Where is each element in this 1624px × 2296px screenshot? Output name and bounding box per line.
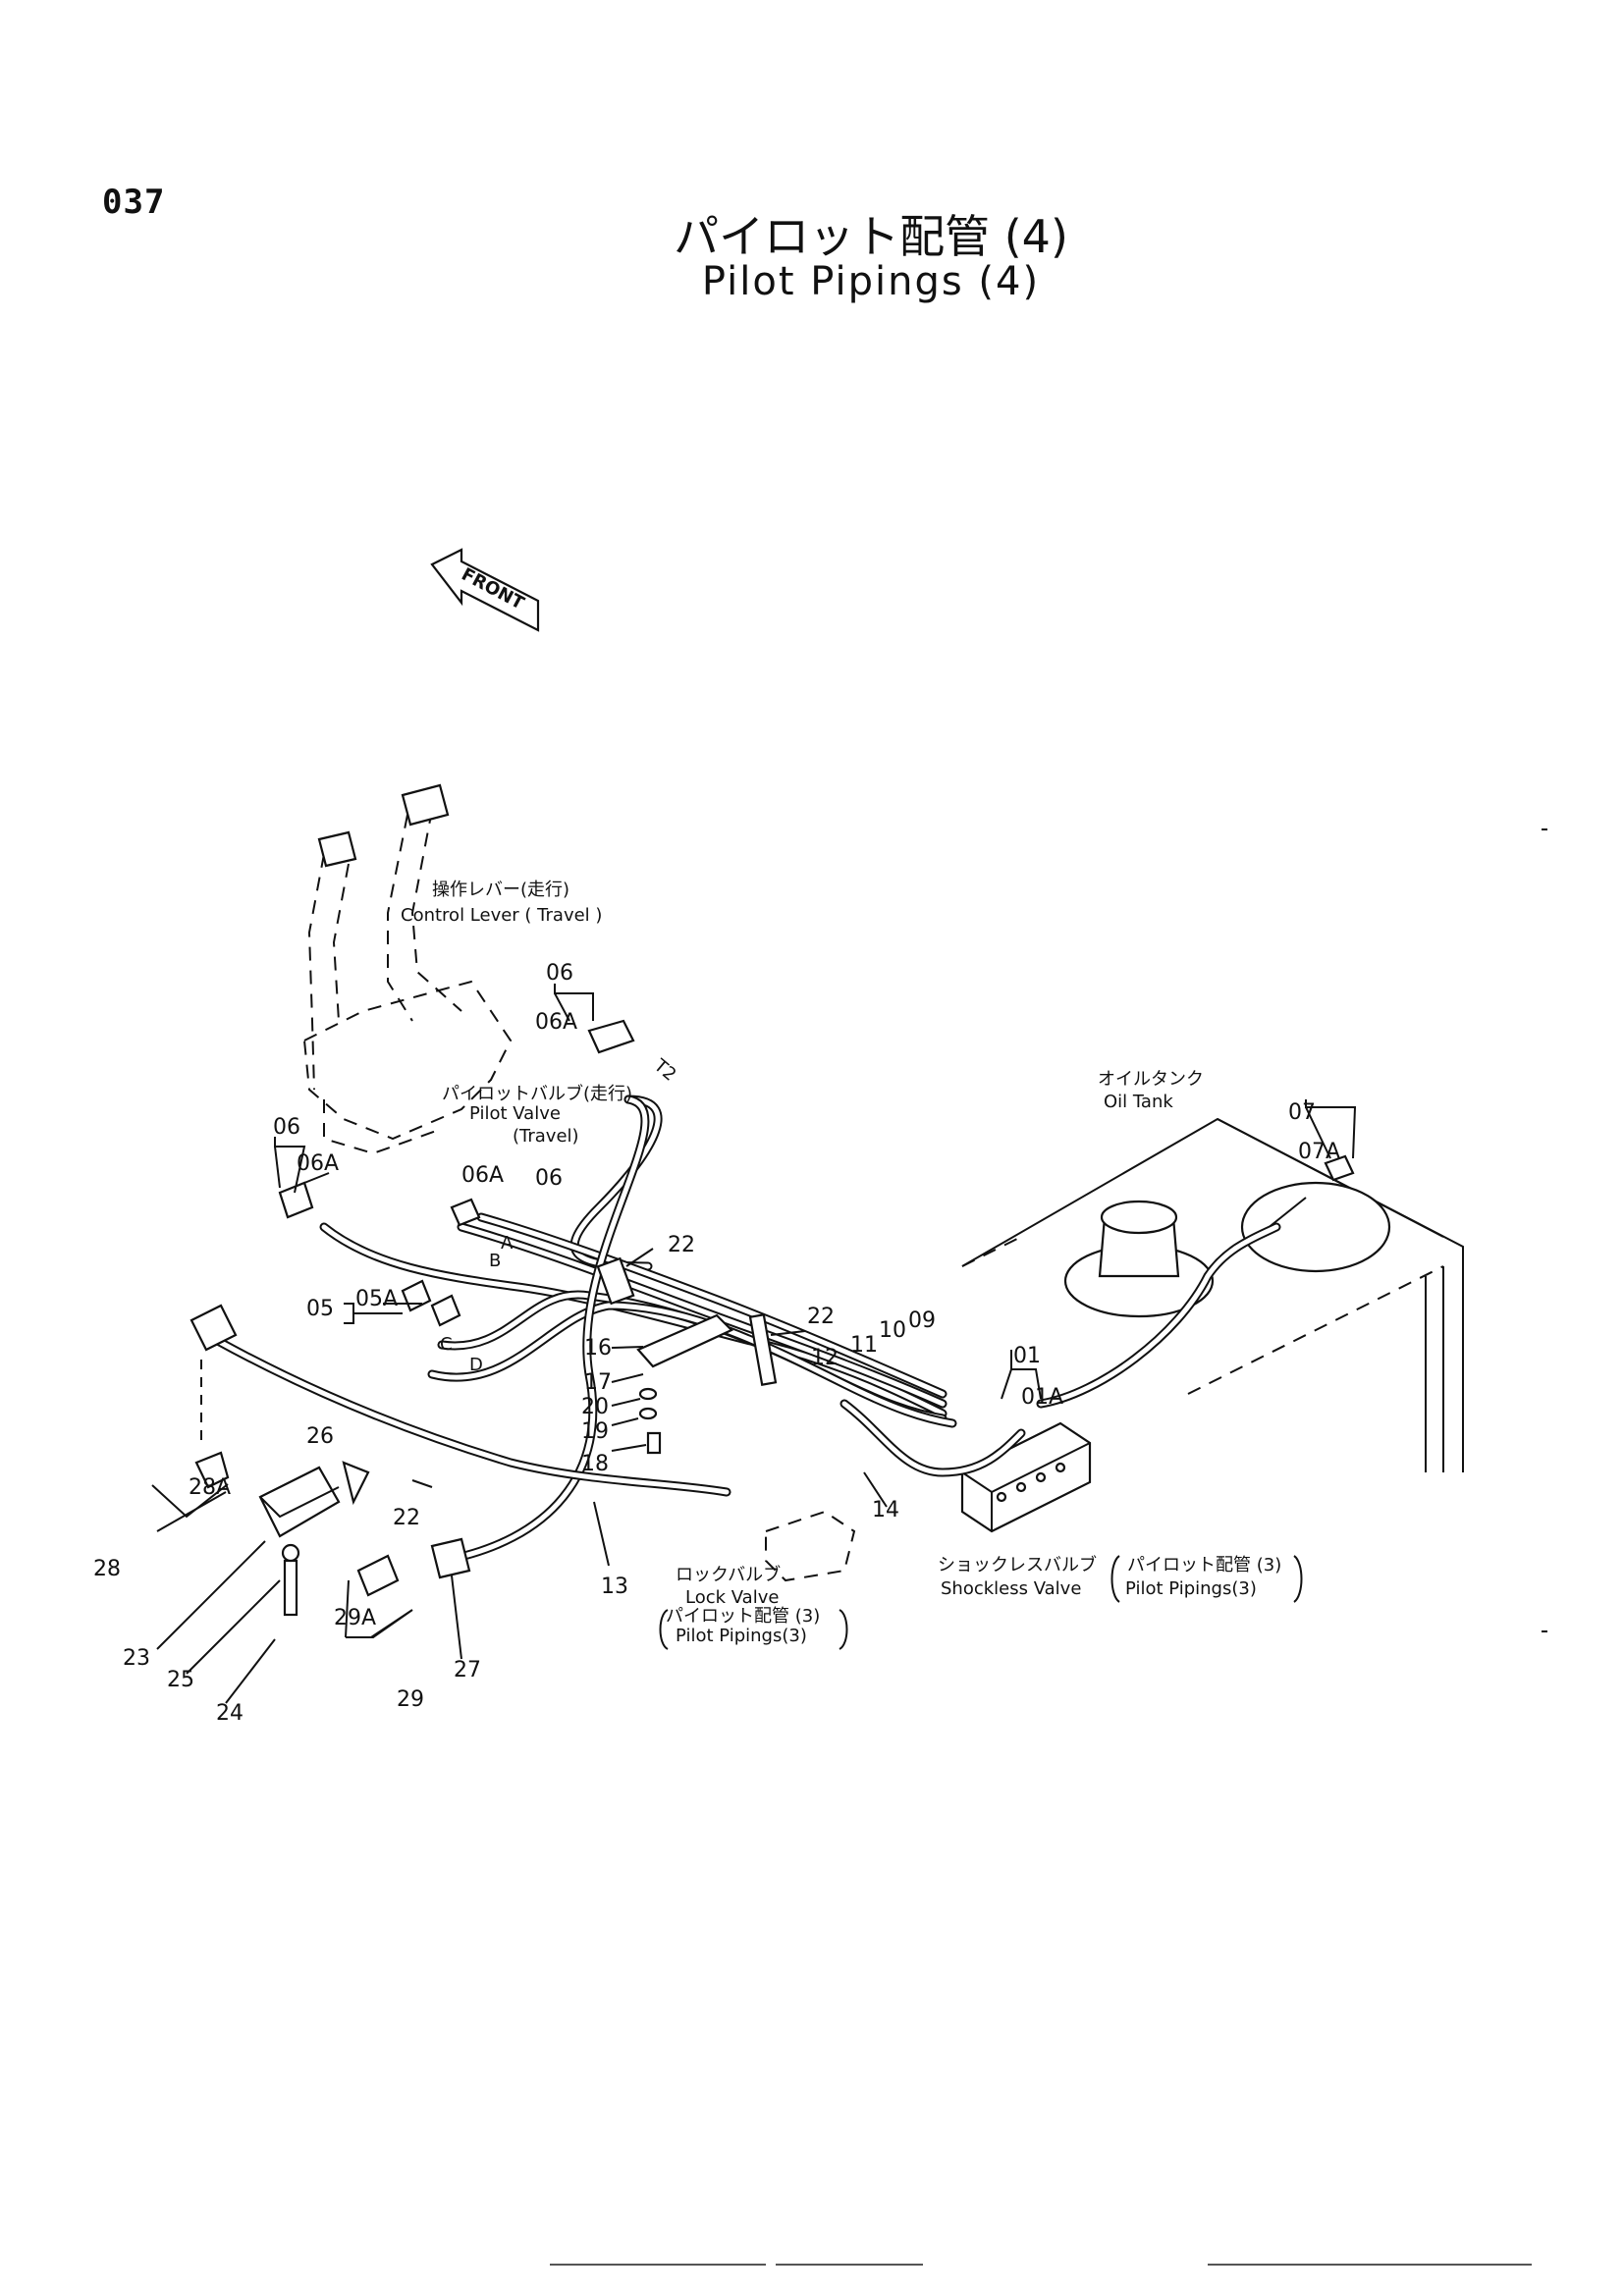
part-06-mid: 06 — [535, 1166, 563, 1191]
edge-ticks — [1542, 828, 1547, 1632]
pilot-valve-jp-label: パイロットバルブ(走行) — [442, 1083, 632, 1104]
footer-rule-2 — [776, 2264, 923, 2266]
part-22-bot: 22 — [393, 1506, 420, 1530]
part-05: 05 — [306, 1297, 334, 1321]
part-10: 10 — [879, 1318, 906, 1343]
page-title-english: Pilot Pipings (4) — [701, 259, 1041, 304]
page-number: 037 — [102, 183, 166, 222]
part-29: 29 — [397, 1687, 424, 1712]
part-06-left: 06 — [273, 1115, 300, 1140]
part-17: 17 — [584, 1370, 612, 1395]
lock-valve-ref-jp-label: パイロット配管 (3) — [666, 1606, 820, 1627]
control-lever-outline — [302, 783, 513, 1155]
part-05A: 05A — [355, 1287, 398, 1311]
part-06-top: 06 — [546, 961, 573, 986]
part-01A: 01A — [1021, 1385, 1063, 1410]
part-07A: 07A — [1298, 1140, 1340, 1164]
front-arrow-icon: FRONT — [430, 548, 540, 632]
footer-rule-1 — [550, 2264, 766, 2266]
part-26: 26 — [306, 1424, 334, 1449]
part-19: 19 — [581, 1419, 609, 1444]
part-27: 27 — [454, 1658, 481, 1682]
fittings — [189, 1019, 1355, 1617]
part-13: 13 — [601, 1575, 628, 1599]
footer-rule-3 — [1208, 2264, 1532, 2266]
pilot-hoses — [211, 1095, 1281, 1566]
part-28A: 28A — [189, 1475, 231, 1500]
page-title-japanese: パイロット配管 (4) — [674, 210, 1068, 263]
oil-tank-en-label: Oil Tank — [1104, 1092, 1173, 1112]
leader-lines — [151, 984, 1357, 1704]
part-11: 11 — [850, 1333, 878, 1358]
part-22-mid: 22 — [807, 1305, 835, 1329]
lock-valve-ref-en-label: Pilot Pipings(3) — [676, 1626, 807, 1646]
lock-valve-en-label: Lock Valve — [685, 1587, 779, 1608]
lock-valve — [765, 1510, 856, 1582]
part-25: 25 — [167, 1668, 194, 1692]
part-06A-mid: 06A — [461, 1163, 504, 1188]
port-A: A — [501, 1233, 514, 1254]
part-07: 07 — [1288, 1100, 1316, 1125]
callouts: 操作レバー(走行) Control Lever ( Travel ) パイロット… — [401, 880, 1303, 1650]
part-T2: T2 — [649, 1055, 679, 1086]
part-16: 16 — [584, 1336, 612, 1361]
pilot-valve-en2-label: (Travel) — [513, 1126, 579, 1147]
port-D: D — [469, 1355, 483, 1375]
part-22-top: 22 — [668, 1233, 695, 1257]
shockless-ref-jp-label: パイロット配管 (3) — [1127, 1555, 1281, 1575]
part-14: 14 — [872, 1498, 899, 1522]
shockless-valve — [960, 1421, 1092, 1533]
shockless-ref-en-label: Pilot Pipings(3) — [1125, 1578, 1257, 1599]
part-12: 12 — [811, 1346, 839, 1370]
oil-tank — [961, 1117, 1464, 1472]
part-20: 20 — [581, 1395, 609, 1419]
port-B: B — [489, 1251, 501, 1271]
part-labels: 06 06A 06 06A 06A 06 07 07A T2 22 22 22 … — [93, 961, 1340, 1726]
oil-tank-jp-label: オイルタンク — [1098, 1069, 1204, 1090]
control-lever-jp-label: 操作レバー(走行) — [432, 880, 569, 900]
part-01: 01 — [1013, 1344, 1041, 1368]
shockless-valve-jp-label: ショックレスバルブ — [938, 1554, 1097, 1575]
part-23: 23 — [123, 1646, 150, 1671]
port-C: C — [440, 1334, 453, 1355]
shockless-valve-en-label: Shockless Valve — [941, 1578, 1081, 1599]
part-29A: 29A — [334, 1606, 376, 1630]
part-09: 09 — [908, 1308, 936, 1333]
part-06A-top: 06A — [535, 1010, 577, 1035]
part-24: 24 — [216, 1701, 244, 1726]
part-18: 18 — [581, 1452, 609, 1476]
lock-valve-jp-label: ロックバルブ — [676, 1564, 781, 1585]
part-28: 28 — [93, 1557, 121, 1581]
control-lever-en-label: Control Lever ( Travel ) — [401, 905, 602, 926]
pilot-valve-en-label: Pilot Valve — [469, 1103, 561, 1124]
part-06A-left: 06A — [297, 1151, 339, 1176]
